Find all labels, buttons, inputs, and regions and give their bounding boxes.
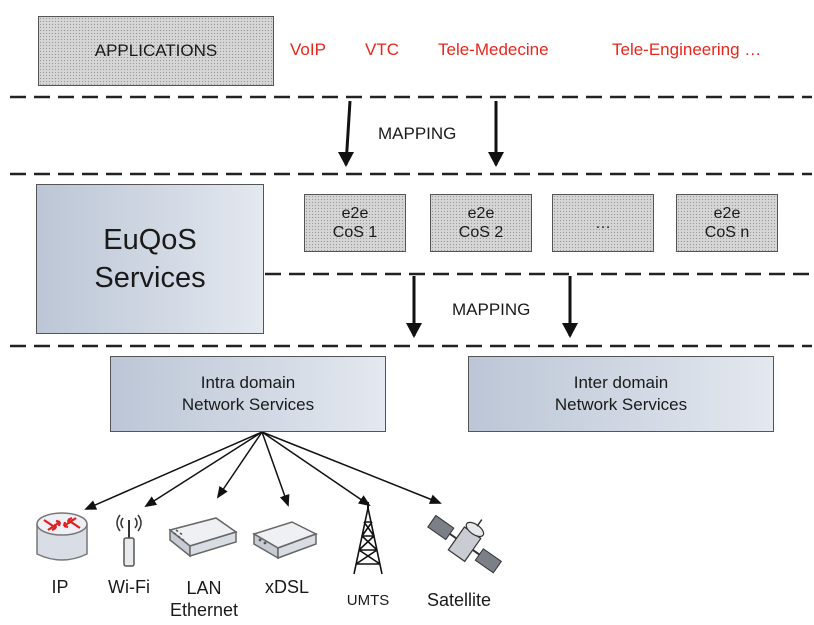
applications-label: APPLICATIONS [94, 41, 218, 60]
euqos-line1: EuQoS [103, 224, 197, 256]
inter-line2: Network Services [554, 395, 688, 414]
antenna-icon [116, 514, 142, 567]
tower-icon [353, 502, 383, 575]
app-voip: VoIP [290, 40, 326, 59]
cos-line2: CoS n [704, 224, 750, 241]
device-label-wifi: Wi-Fi [108, 577, 150, 597]
switch-icon [168, 517, 238, 558]
modem-icon [252, 521, 318, 560]
cos-line1: … [595, 214, 611, 232]
applications-box: APPLICATIONS [38, 16, 274, 86]
app-vtc: VTC [365, 40, 399, 59]
device-label-lan-line1: LAN [186, 578, 222, 598]
cos-box: … [552, 194, 654, 252]
app-tele-engineering: Tele-Engineering … [612, 40, 762, 59]
cos-line2: CoS 2 [458, 224, 504, 241]
device-label-xdsl: xDSL [264, 577, 309, 597]
cos-line1: e2e [713, 205, 741, 222]
app-tele-medecine: Tele-Medecine [438, 40, 549, 59]
inter-line1: Inter domain [573, 373, 669, 392]
intra-domain-box: Intra domain Network Services [110, 356, 386, 432]
inter-domain-box: Inter domain Network Services [468, 356, 774, 432]
device-label-satellite: Satellite [426, 590, 492, 610]
mapping-label-bottom: MAPPING [452, 300, 531, 319]
euqos-services-box: EuQoS Services [36, 184, 264, 334]
euqos-line2: Services [94, 262, 206, 294]
device-label-ip: IP [51, 577, 69, 597]
cos-box: e2e CoS 1 [304, 194, 406, 252]
intra-line2: Network Services [181, 395, 315, 414]
fanout-arrows [84, 431, 442, 510]
cos-box: e2e CoS n [676, 194, 778, 252]
intra-line1: Intra domain [200, 373, 296, 392]
cos-line1: e2e [467, 205, 495, 222]
router-icon [36, 512, 88, 561]
cos-line1: e2e [341, 205, 369, 222]
cos-box: e2e CoS 2 [430, 194, 532, 252]
cos-line2: CoS 1 [332, 224, 378, 241]
device-label-lan-line2: Ethernet [169, 600, 239, 620]
device-label-lan: LAN Ethernet [166, 577, 242, 621]
satellite-icon [427, 514, 503, 574]
device-label-umts: UMTS [346, 592, 390, 609]
mapping-label-top: MAPPING [378, 124, 457, 143]
